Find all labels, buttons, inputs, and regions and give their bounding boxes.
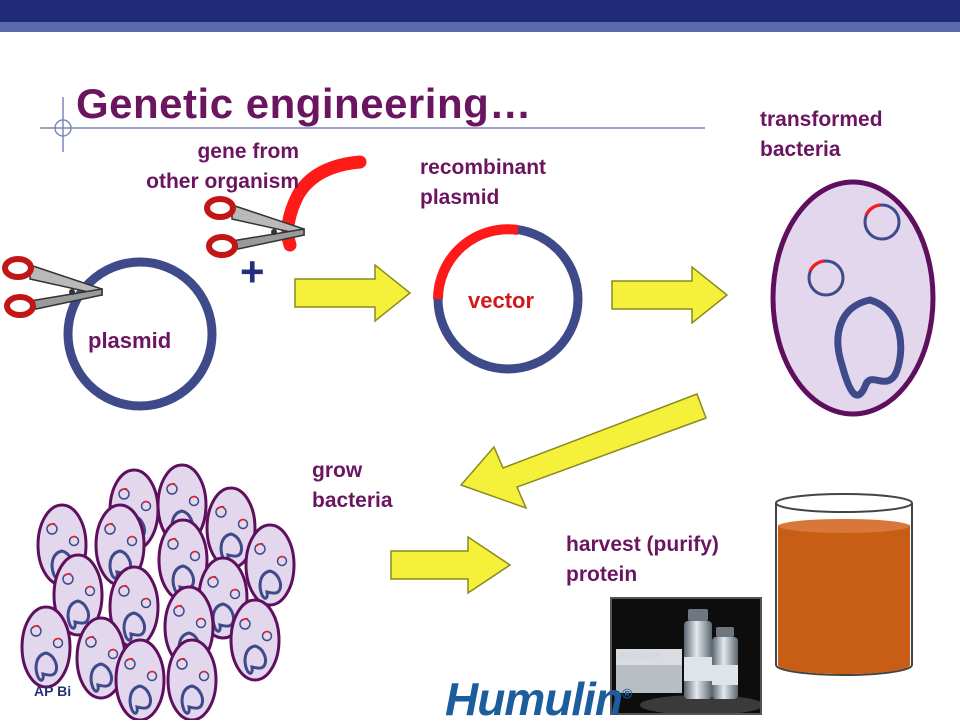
footer-text: AP Bi <box>34 683 72 699</box>
gene-label-line1: gene from <box>197 140 299 163</box>
bacteria-colony <box>20 463 296 720</box>
transformed-label-line2: bacteria <box>760 138 841 161</box>
gene-label: gene from other organism <box>104 137 299 197</box>
vials-illustration <box>612 599 760 713</box>
harvest-label-line2: protein <box>566 563 638 586</box>
scissors-icon <box>5 259 102 315</box>
harvest-label: harvest (purify) protein <box>566 530 719 590</box>
plasmid-ring <box>63 257 217 411</box>
humulin-vials-photo: Humulin <box>610 597 762 715</box>
harvest-label-line1: harvest (purify) <box>566 533 719 556</box>
arrow-right-icon <box>611 265 729 325</box>
grow-label-line2: bacteria <box>312 489 393 512</box>
header-bar <box>0 0 960 22</box>
arrow-right-icon <box>294 263 412 323</box>
humulin-logo-text: Humulin <box>445 673 623 725</box>
plasmid-label: plasmid <box>88 328 172 353</box>
header-bar-accent <box>0 22 960 32</box>
vector-label: vector <box>468 288 535 313</box>
arrow-down-left-icon <box>459 393 707 510</box>
grow-label-line1: grow <box>312 459 363 482</box>
beaker <box>775 493 913 676</box>
page-title: Genetic engineering… <box>76 80 532 127</box>
transformed-label: transformed bacteria <box>760 105 883 165</box>
guide-lines <box>40 97 705 152</box>
grow-label: grow bacteria <box>312 456 393 516</box>
gene-label-line2: other organism <box>146 170 299 193</box>
plus-sign: + <box>240 248 265 295</box>
recombinant-label: recombinant plasmid <box>420 153 546 213</box>
recombinant-label-line1: recombinant <box>420 156 547 179</box>
transformed-bacterium <box>770 179 936 417</box>
humulin-logo: Humulin® <box>445 673 632 725</box>
recombinant-label-line2: plasmid <box>420 186 500 209</box>
arrow-right-icon <box>390 535 512 595</box>
vial-brand-label: Humulin <box>620 651 660 662</box>
recombinant-plasmid <box>433 224 583 374</box>
transformed-label-line1: transformed <box>760 108 883 131</box>
